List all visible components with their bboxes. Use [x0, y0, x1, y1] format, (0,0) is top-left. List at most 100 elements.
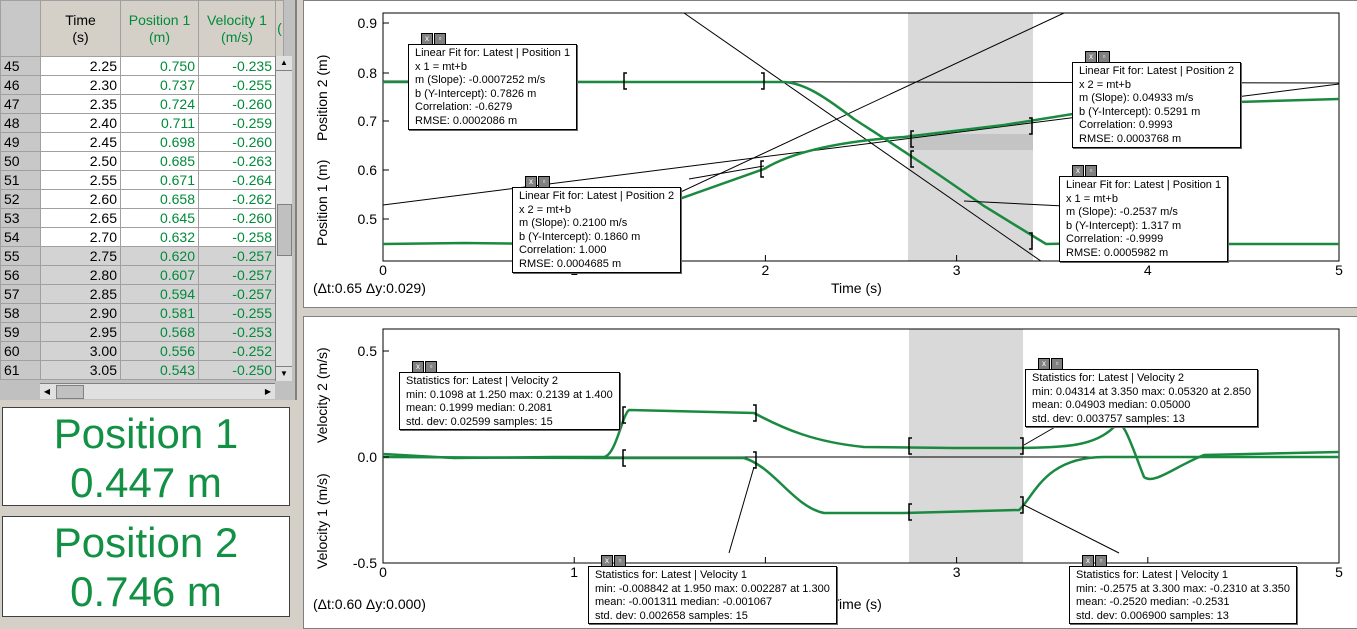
cell-position-1[interactable]: 0.568: [120, 322, 199, 342]
row-index[interactable]: 49: [0, 132, 41, 152]
cell-velocity-1[interactable]: -0.260: [198, 132, 276, 152]
row-index[interactable]: 47: [0, 94, 41, 114]
data-table-panel[interactable]: Time(s) Position 1(m) Velocity 1(m/s) ( …: [0, 0, 297, 400]
cell-position-1[interactable]: 0.543: [120, 360, 199, 380]
cell-time[interactable]: 2.50: [40, 151, 121, 171]
cell-position-1[interactable]: 0.671: [120, 170, 199, 190]
close-icon[interactable]: x: [525, 176, 537, 188]
cell-velocity-1[interactable]: -0.262: [198, 189, 276, 209]
cell-time[interactable]: 2.40: [40, 113, 121, 133]
cell-velocity-1[interactable]: -0.260: [198, 94, 276, 114]
options-icon[interactable]: ▫: [425, 361, 437, 373]
cell-position-1[interactable]: 0.581: [120, 303, 199, 323]
cell-time[interactable]: 2.75: [40, 246, 121, 266]
row-index[interactable]: 61: [0, 360, 41, 380]
cell-velocity-1[interactable]: -0.255: [198, 303, 276, 323]
stats-box-velocity-1-first[interactable]: x▫ Statistics for: Latest | Velocity 1 m…: [588, 555, 837, 625]
row-index[interactable]: 59: [0, 322, 41, 342]
close-icon[interactable]: x: [421, 33, 433, 45]
cell-time[interactable]: 2.85: [40, 284, 121, 304]
hscroll-thumb[interactable]: [56, 385, 84, 399]
velocity-graph[interactable]: 0123450.50.0-0.5 Velocity 2 (m/s) Veloci…: [303, 316, 1357, 629]
cell-velocity-1[interactable]: -0.260: [198, 208, 276, 228]
cell-position-1[interactable]: 0.685: [120, 151, 199, 171]
cell-time[interactable]: 2.65: [40, 208, 121, 228]
cell-position-1[interactable]: 0.724: [120, 94, 199, 114]
cell-time[interactable]: 2.80: [40, 265, 121, 285]
cell-time[interactable]: 2.45: [40, 132, 121, 152]
fit-box-position-1-steep[interactable]: x▫ Linear Fit for: Latest | Position 1 x…: [1059, 165, 1229, 262]
options-icon[interactable]: ▫: [1085, 165, 1097, 177]
cell-time[interactable]: 3.05: [40, 360, 121, 380]
row-index[interactable]: 60: [0, 341, 41, 361]
options-icon[interactable]: ▫: [614, 555, 626, 567]
scrollbar-thumb[interactable]: [277, 204, 292, 256]
cell-time[interactable]: 2.30: [40, 75, 121, 95]
row-index[interactable]: 54: [0, 227, 41, 247]
cell-position-1[interactable]: 0.594: [120, 284, 199, 304]
fit-box-position-2-slow[interactable]: x▫ Linear Fit for: Latest | Position 2 x…: [1072, 51, 1242, 148]
cell-time[interactable]: 2.60: [40, 189, 121, 209]
box-controls[interactable]: x▫: [525, 176, 550, 188]
cell-position-1[interactable]: 0.711: [120, 113, 199, 133]
close-icon[interactable]: x: [1085, 51, 1097, 63]
scroll-right-icon[interactable]: ▶: [264, 387, 272, 396]
scroll-left-icon[interactable]: ◀: [43, 387, 51, 396]
column-header-partial[interactable]: (: [275, 0, 284, 57]
row-index[interactable]: 53: [0, 208, 41, 228]
options-icon[interactable]: ▫: [538, 176, 550, 188]
column-header-position-1[interactable]: Position 1(m): [120, 0, 199, 57]
close-icon[interactable]: x: [1072, 165, 1084, 177]
stats-box-velocity-1-second[interactable]: x▫ Statistics for: Latest | Velocity 1 m…: [1069, 555, 1298, 625]
row-index[interactable]: 52: [0, 189, 41, 209]
table-horizontal-scrollbar[interactable]: ◀ ▶: [40, 383, 275, 399]
cell-position-1[interactable]: 0.645: [120, 208, 199, 228]
cell-velocity-1[interactable]: -0.257: [198, 265, 276, 285]
cell-velocity-1[interactable]: -0.257: [198, 246, 276, 266]
close-icon[interactable]: x: [412, 361, 424, 373]
cell-time[interactable]: 2.25: [40, 56, 121, 76]
close-icon[interactable]: x: [1038, 358, 1050, 370]
selection-region[interactable]: [909, 329, 1023, 563]
cell-position-1[interactable]: 0.607: [120, 265, 199, 285]
cell-velocity-1[interactable]: -0.250: [198, 360, 276, 380]
meter-position-1[interactable]: Position 1 0.447 m: [2, 407, 290, 506]
row-index[interactable]: 45: [0, 56, 41, 76]
cell-position-1[interactable]: 0.556: [120, 341, 199, 361]
row-index[interactable]: 56: [0, 265, 41, 285]
box-controls[interactable]: x▫: [1038, 358, 1063, 370]
cell-position-1[interactable]: 0.620: [120, 246, 199, 266]
cell-velocity-1[interactable]: -0.255: [198, 75, 276, 95]
position-graph[interactable]: 0123450.90.80.70.60.5 Position 2 (m) Pos…: [303, 0, 1357, 308]
box-controls[interactable]: x▫: [1082, 555, 1107, 567]
row-index[interactable]: 57: [0, 284, 41, 304]
column-header-velocity-1[interactable]: Velocity 1(m/s): [198, 0, 276, 57]
cell-time[interactable]: 2.90: [40, 303, 121, 323]
cell-position-1[interactable]: 0.632: [120, 227, 199, 247]
row-index[interactable]: 48: [0, 113, 41, 133]
options-icon[interactable]: ▫: [434, 33, 446, 45]
box-controls[interactable]: x▫: [1085, 51, 1110, 63]
cell-velocity-1[interactable]: -0.259: [198, 113, 276, 133]
velocity-graph-canvas[interactable]: 0123450.50.0-0.5: [304, 317, 1357, 628]
cell-position-1[interactable]: 0.737: [120, 75, 199, 95]
cell-time[interactable]: 2.35: [40, 94, 121, 114]
row-index[interactable]: 58: [0, 303, 41, 323]
cell-position-1[interactable]: 0.698: [120, 132, 199, 152]
box-controls[interactable]: x▫: [601, 555, 626, 567]
cell-velocity-1[interactable]: -0.252: [198, 341, 276, 361]
cell-time[interactable]: 3.00: [40, 341, 121, 361]
data-table[interactable]: Time(s) Position 1(m) Velocity 1(m/s) ( …: [0, 0, 284, 380]
